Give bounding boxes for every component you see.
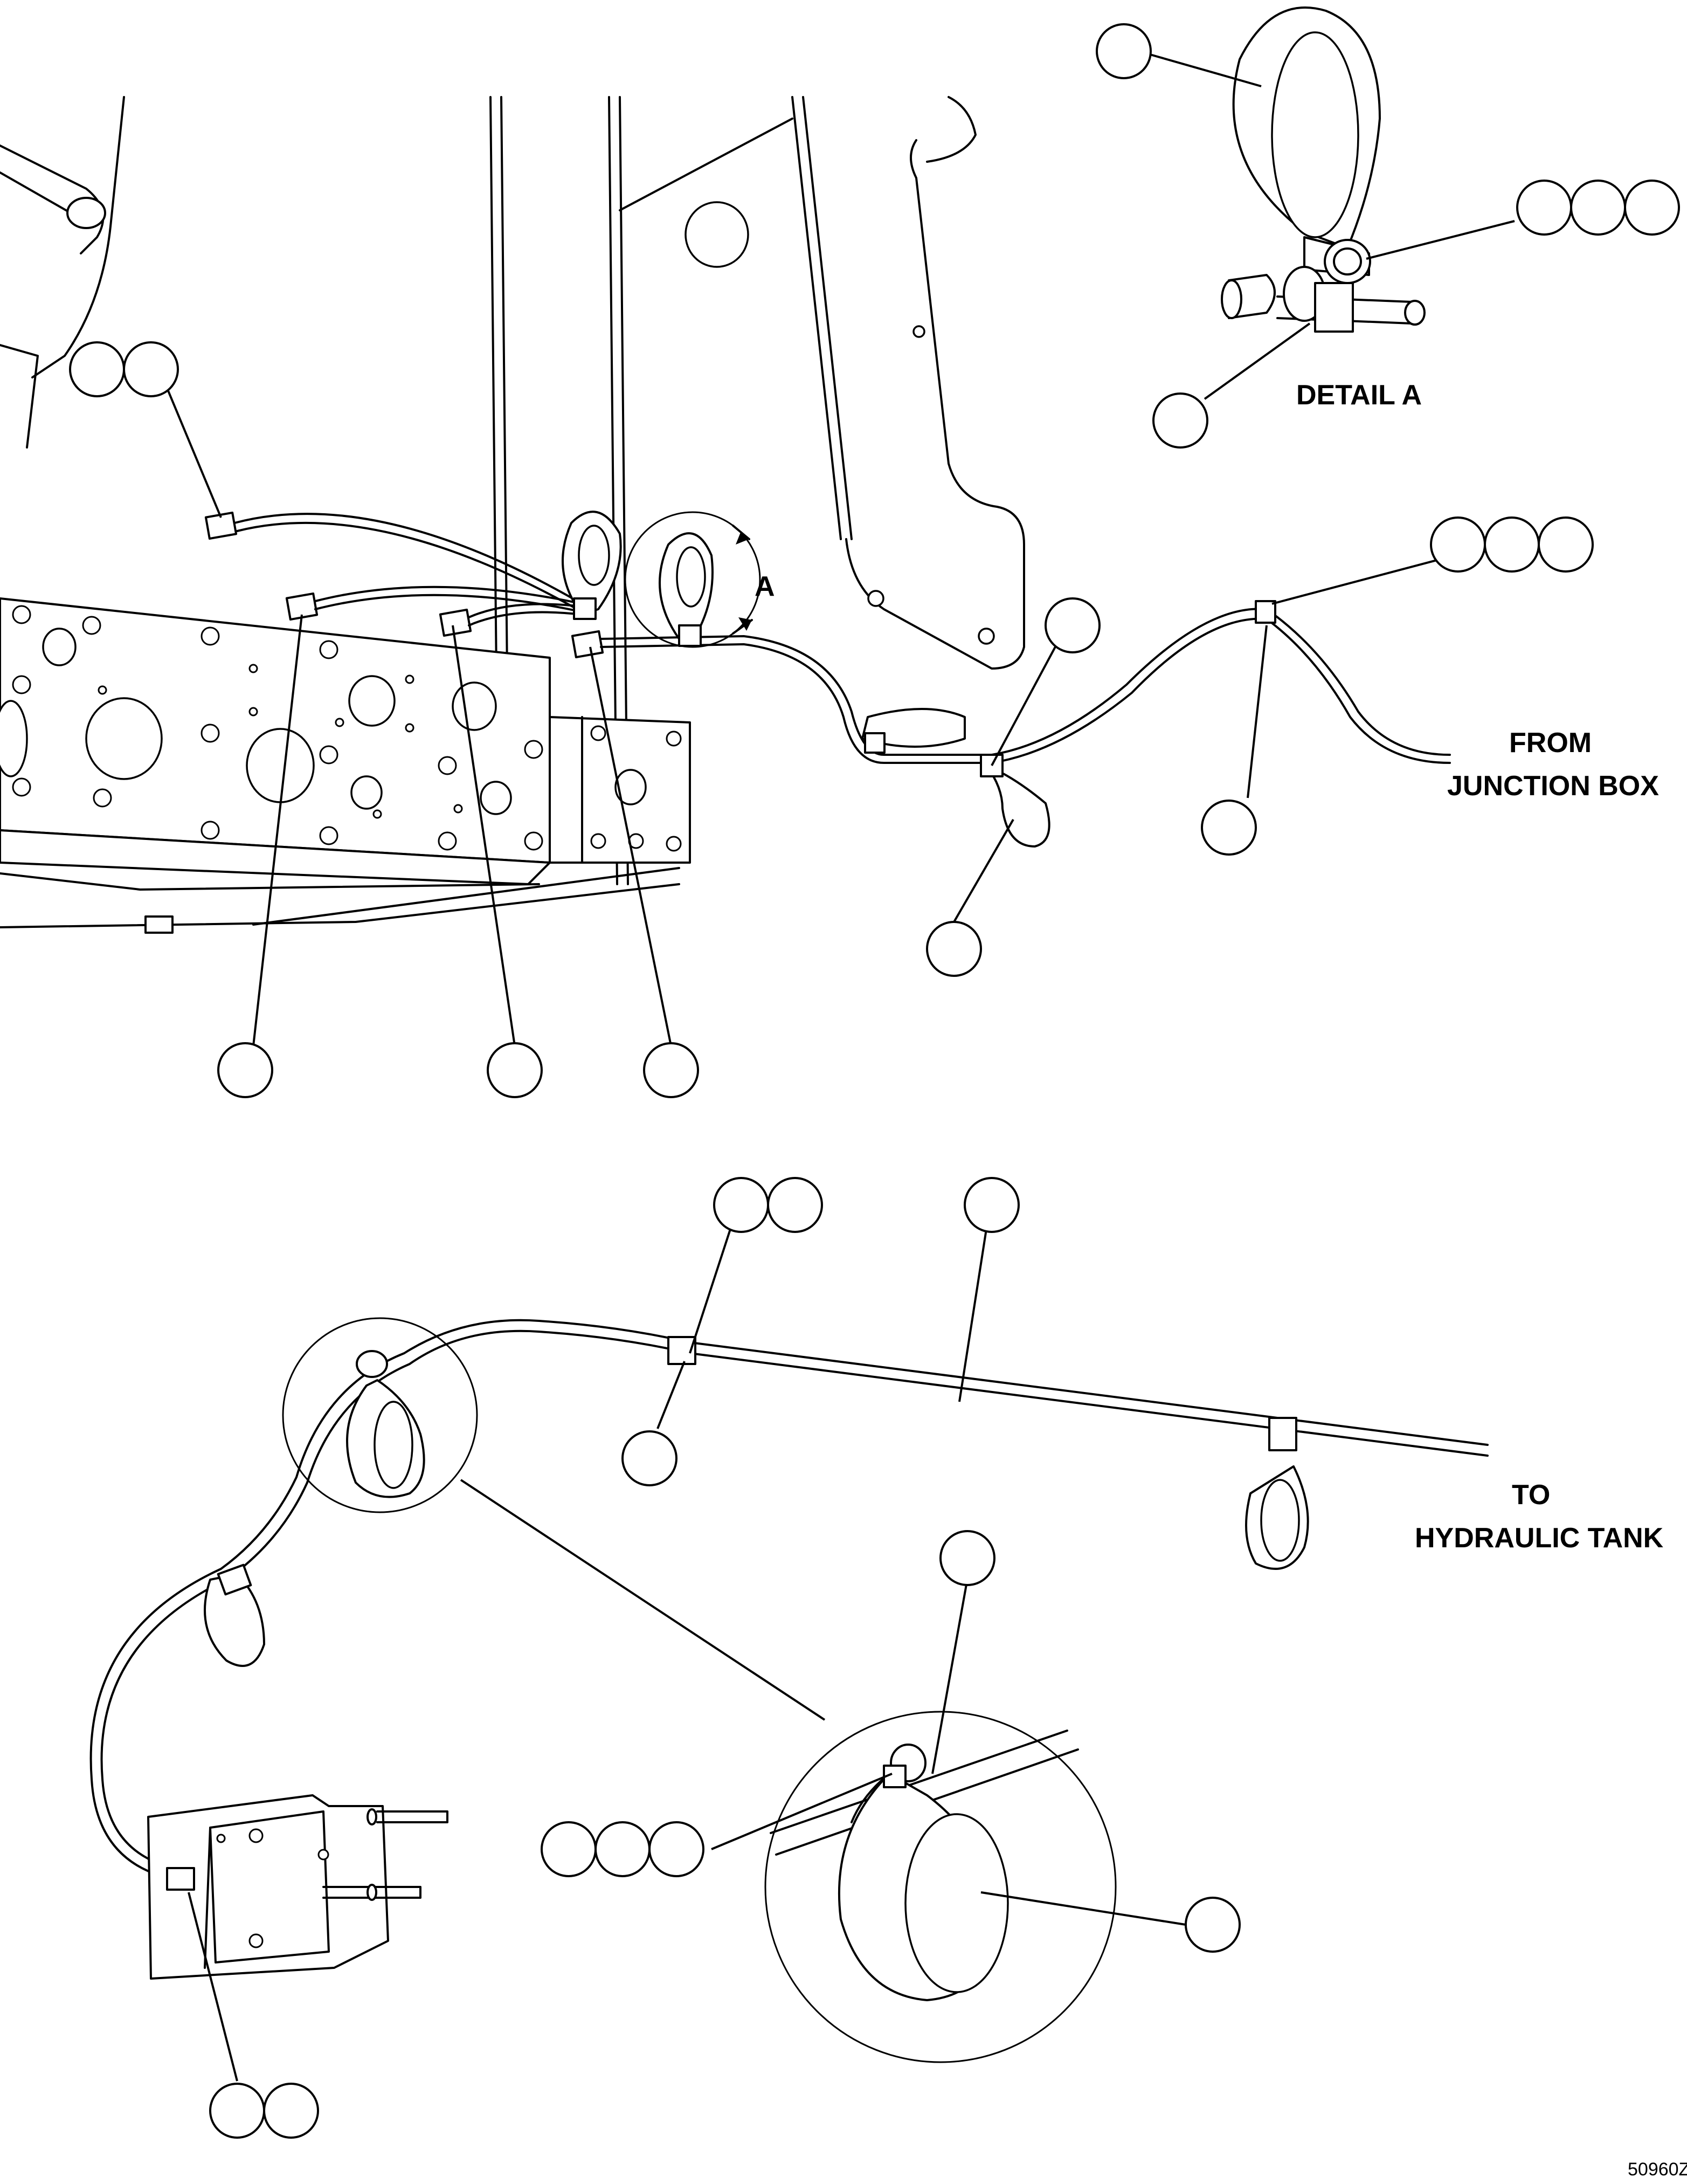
upper-frame-structure xyxy=(0,96,1025,885)
lower-harness-cables xyxy=(89,1317,1489,1883)
detail-a-marker: A xyxy=(755,571,775,602)
drawing-number: 50960Z xyxy=(1628,2159,1687,2180)
from-junction-label-1: FROM xyxy=(1509,727,1592,759)
detail-a-clamp-drawing xyxy=(1221,6,1426,333)
lower-detail-enlarged-clamp xyxy=(764,1711,1117,2063)
from-junction-label-2: JUNCTION BOX xyxy=(1447,770,1659,802)
callout-bubbles xyxy=(69,23,1680,2139)
to-tank-label-2: HYDRAULIC TANK xyxy=(1415,1522,1664,1554)
callout-leaders xyxy=(166,53,1515,2082)
to-tank-label-1: TO xyxy=(1512,1479,1550,1511)
detail-a-title: DETAIL A xyxy=(1296,380,1422,411)
sensor-box xyxy=(147,1794,448,1980)
upper-harness-cables xyxy=(204,511,1451,848)
